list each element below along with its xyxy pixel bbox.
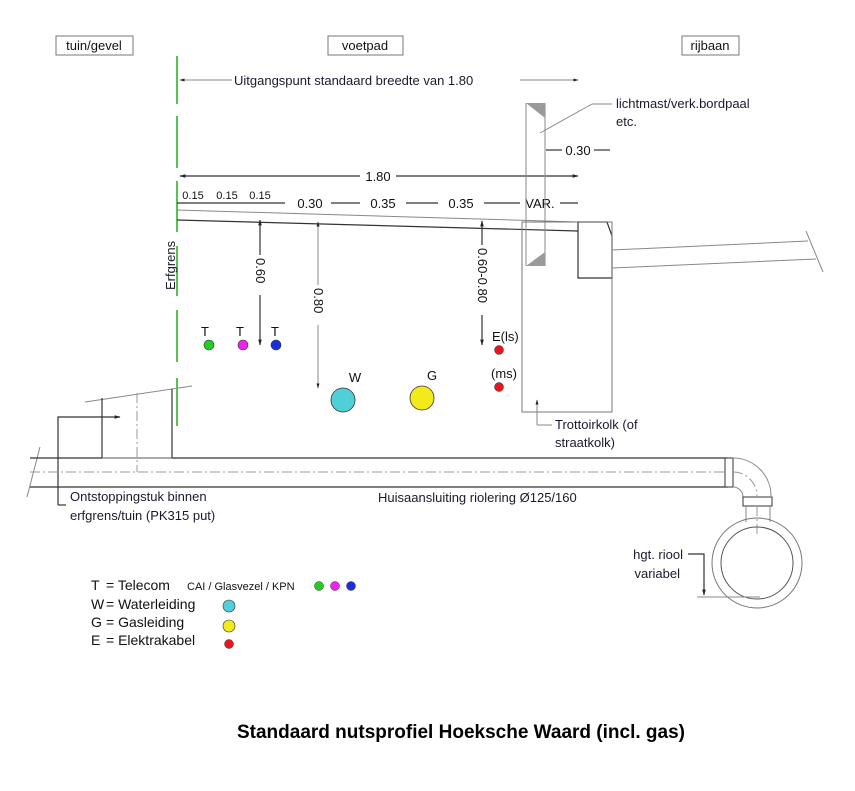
standard-width-dimension: Uitgangspunt standaard breedte van 1.80: [179, 73, 579, 88]
electric-ms-label: (ms): [491, 366, 517, 381]
property-line-label: Erfgrens: [163, 240, 178, 290]
cleanout-label-line1: Ontstoppingstuk binnen: [70, 489, 207, 504]
zone-label-tuin-gevel: tuin/gevel: [55, 35, 134, 56]
total-width-dimension: 1.80: [179, 169, 579, 184]
legend-text-telecom: = Telecom: [106, 577, 170, 593]
legend-key-telecom: T: [91, 577, 100, 593]
depth-telecom: 0.60: [252, 219, 268, 346]
zone-label-rijbaan: rijbaan: [681, 35, 740, 56]
sewer-height-dimension: [688, 553, 760, 598]
water-pipe-circle: [330, 387, 356, 413]
telecom-cable-2: T: [236, 324, 249, 351]
water-label: W: [349, 370, 362, 385]
telecom-2-dot: [237, 339, 249, 351]
legend-item-electric: E = Elektrakabel: [91, 632, 234, 649]
legend-item-gas: G = Gasleiding: [91, 614, 236, 633]
legend: T = Telecom CAI / Glasvezel / KPN W = Wa…: [91, 577, 356, 649]
telecom-2-label: T: [236, 324, 244, 339]
house-connection-pipe: [30, 457, 803, 609]
curb-and-road: [577, 221, 824, 279]
legend-dot-telecom-3: [346, 581, 356, 591]
legend-dot-telecom-2: [330, 581, 340, 591]
zone-label-voetpad: voetpad: [327, 35, 404, 56]
electric-ls-label: E(ls): [492, 329, 519, 344]
legend-sub-telecom: CAI / Glasvezel / KPN: [187, 581, 295, 593]
electric-cable-ls: E(ls): [492, 329, 519, 355]
total-width-label: 1.80: [365, 169, 390, 184]
segment-dim-2: 0.15: [216, 190, 237, 202]
house-connection-label: Huisaansluiting riolering Ø125/160: [378, 490, 577, 505]
legend-key-electric: E: [91, 632, 100, 648]
zone-left-text: tuin/gevel: [66, 38, 122, 53]
gas-pipe-circle: [409, 385, 435, 411]
streetlight-label-line2: etc.: [616, 114, 637, 129]
legend-dot-water: [222, 599, 236, 613]
streetlight-offset-dimension: 0.30: [546, 143, 610, 158]
cleanout-label-line2: erfgrens/tuin (PK315 put): [70, 508, 215, 523]
streetlight-pole: [525, 103, 612, 266]
gas-label: G: [427, 368, 437, 383]
telecom-cable-3: T: [270, 324, 282, 351]
cleanout-structure: [26, 385, 193, 506]
zone-right-text: rijbaan: [690, 38, 729, 53]
streetlight-label-line1: lichtmast/verk.bordpaal: [616, 96, 750, 111]
segment-dim-4: 0.30: [297, 196, 322, 211]
segment-dim-5: 0.35: [370, 196, 395, 211]
legend-item-telecom: T = Telecom CAI / Glasvezel / KPN: [91, 577, 356, 593]
telecom-3-dot: [270, 339, 282, 351]
segment-dim-1: 0.15: [182, 190, 203, 202]
depth-water-gas: 0.80: [310, 221, 326, 389]
electric-cable-ms: (ms): [491, 366, 517, 392]
legend-dot-electric: [224, 639, 234, 649]
electric-ls-dot: [494, 345, 504, 355]
telecom-1-dot: [203, 339, 215, 351]
depth-telecom-label: 0.60: [253, 258, 268, 283]
telecom-1-label: T: [201, 324, 209, 339]
legend-dot-telecom-1: [314, 581, 324, 591]
legend-item-water: W = Waterleiding: [91, 596, 236, 613]
legend-key-gas: G: [91, 614, 102, 630]
streetlight-offset-label: 0.30: [565, 143, 590, 158]
sidewalk-surface: [176, 209, 579, 232]
legend-dot-gas: [222, 619, 236, 633]
legend-key-water: W: [91, 596, 105, 612]
segment-dim-6: 0.35: [448, 196, 473, 211]
gully-label-line1: Trottoirkolk (of: [555, 417, 638, 432]
segment-dimensions: 0.15 0.15 0.15 0.30 0.35 0.35 VAR.: [177, 190, 578, 211]
legend-text-electric: = Elektrakabel: [106, 632, 195, 648]
telecom-cable-1: T: [201, 324, 215, 351]
diagram-title: Standaard nutsprofiel Hoeksche Waard (in…: [237, 722, 685, 743]
depth-water-gas-label: 0.80: [311, 288, 326, 313]
sewer-height-label-line2: variabel: [634, 566, 680, 581]
gully-box: [521, 221, 613, 426]
water-pipe: W: [330, 370, 362, 413]
legend-text-water: = Waterleiding: [106, 596, 195, 612]
segment-dim-7: VAR.: [525, 196, 554, 211]
standard-width-label: Uitgangspunt standaard breedte van 1.80: [234, 73, 473, 88]
gas-pipe: G: [409, 368, 437, 411]
depth-electric: 0.60-0.80: [474, 220, 490, 346]
zone-middle-text: voetpad: [342, 38, 388, 53]
depth-electric-label: 0.60-0.80: [475, 248, 490, 303]
legend-text-gas: = Gasleiding: [106, 614, 184, 630]
telecom-3-label: T: [271, 324, 279, 339]
sewer-height-label-line1: hgt. riool: [633, 547, 683, 562]
segment-dim-3: 0.15: [249, 190, 270, 202]
electric-ms-dot: [494, 382, 504, 392]
gully-label-line2: straatkolk): [555, 435, 615, 450]
